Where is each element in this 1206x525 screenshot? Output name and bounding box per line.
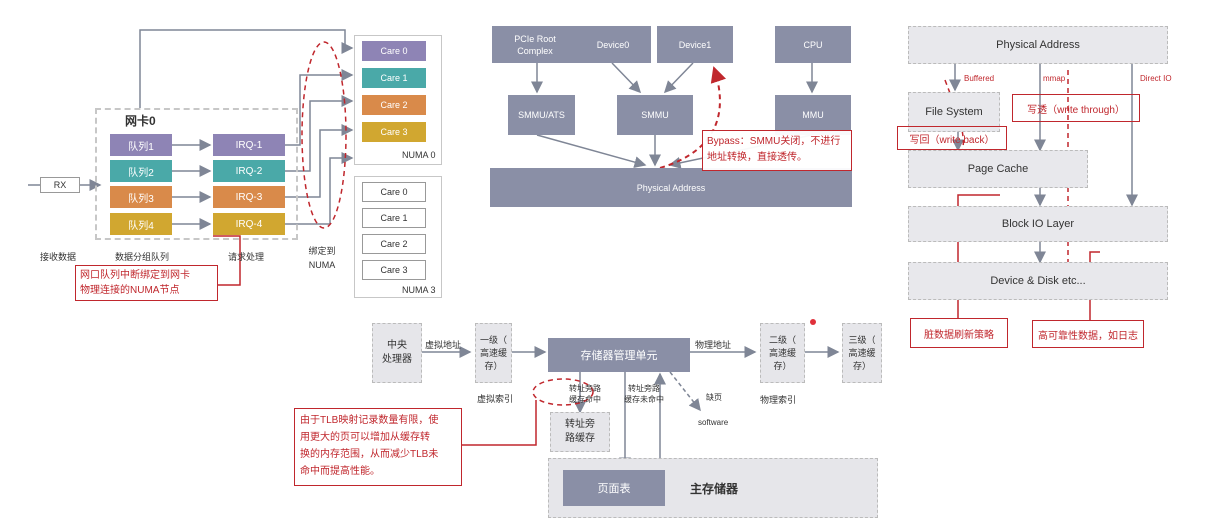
mmu: MMU (775, 95, 851, 135)
write-back-note: 写回（write back） (897, 126, 1007, 150)
col-label-receive: 接收数据 (40, 252, 77, 262)
numa0-core-1: Care 1 (362, 68, 426, 88)
bypass-note: Bypass：SMMU关闭，不进行 地址转换，直接透传。 (702, 130, 852, 171)
tlb-box: 转址旁 路缓存 (550, 412, 610, 452)
software-label: software (698, 418, 729, 427)
l1-cache: 一级（ 高速缓 存） (475, 323, 512, 383)
numa3-core-0: Care 0 (362, 182, 426, 202)
nic-note: 网口队列中断绑定到网卡 物理连接的NUMA节点 (75, 265, 218, 301)
nic-title: 网卡0 (125, 114, 156, 128)
mmu-unit: 存储器管理单元 (548, 338, 690, 372)
nic-container (95, 108, 298, 240)
irq-2: IRQ-2 (213, 160, 285, 182)
numa0-container (354, 35, 442, 165)
page-cache: Page Cache (908, 150, 1088, 188)
device1: Device1 (657, 26, 733, 63)
main-memory-label: 主存储器 (690, 482, 739, 496)
queue-2: 队列2 (110, 160, 172, 182)
mmap-label: mmap (1043, 74, 1066, 83)
direct-io-label: Direct IO (1140, 74, 1172, 83)
main-memory-container (548, 458, 878, 518)
device0: Device0 (575, 26, 651, 63)
tlb-note: 由于TLB映射记录数量有限，使 用更大的页可以增加从缓存转 换的内存范围，从而减… (294, 408, 462, 486)
file-system: File System (908, 92, 1000, 132)
irq-1: IRQ-1 (213, 134, 285, 156)
buffered-label: Buffered (964, 74, 995, 83)
tlb-hit-label: 转址旁路 缓存命中 (569, 384, 601, 404)
dirty-data-note: 脏数据刷新策略 (910, 318, 1008, 348)
iommu-physical-address: Physical Address (490, 168, 852, 207)
write-through-note: 写透（write through） (1012, 94, 1140, 122)
irq-4: IRQ-4 (213, 213, 285, 235)
numa0-core-0: Care 0 (362, 41, 426, 61)
queue-1: 队列1 (110, 134, 172, 156)
cpu: CPU (775, 26, 851, 63)
numa3-container (354, 176, 442, 298)
rx-label: RX (40, 177, 80, 193)
virtual-address-label: 虚拟地址 (425, 340, 462, 350)
tlb-miss-label: 转址旁路 缓存未命中 (624, 384, 664, 404)
numa3-core-1: Care 1 (362, 208, 426, 228)
bind-numa-label: 绑定到 NUMA (308, 246, 336, 270)
numa3-label: NUMA 3 (402, 285, 436, 295)
io-physical-address: Physical Address (908, 26, 1168, 64)
numa0-core-3: Care 3 (362, 122, 426, 142)
physical-address-label: 物理地址 (695, 340, 732, 350)
physical-index-label: 物理索引 (760, 395, 797, 405)
l2-cache: 二级（ 高速缓 存） (760, 323, 805, 383)
smmu-ats: SMMU/ATS (508, 95, 575, 135)
numa3-core-2: Care 2 (362, 234, 426, 254)
page-table: 页面表 (563, 470, 665, 506)
numa3-core-3: Care 3 (362, 260, 426, 280)
queue-4: 队列4 (110, 213, 172, 235)
cpu-box: 中央 处理器 (372, 323, 422, 383)
numa0-label: NUMA 0 (402, 150, 436, 160)
col-label-irq: 请求处理 (228, 252, 265, 262)
pcie-root-complex: PCIe Root Complex (492, 26, 578, 63)
l3-cache: 三级（ 高速缓 存） (842, 323, 882, 383)
queue-3: 队列3 (110, 186, 172, 208)
col-label-queue: 数据分组队列 (115, 252, 170, 262)
block-io-layer: Block IO Layer (908, 206, 1168, 242)
device-disk: Device & Disk etc... (908, 262, 1168, 300)
irq-3: IRQ-3 (213, 186, 285, 208)
reliable-data-note: 高可靠性数据，如日志 (1032, 320, 1144, 348)
smmu: SMMU (617, 95, 693, 135)
virtual-index-label: 虚拟索引 (477, 394, 514, 404)
page-fault-label: 缺页 (706, 393, 722, 402)
numa0-core-2: Care 2 (362, 95, 426, 115)
